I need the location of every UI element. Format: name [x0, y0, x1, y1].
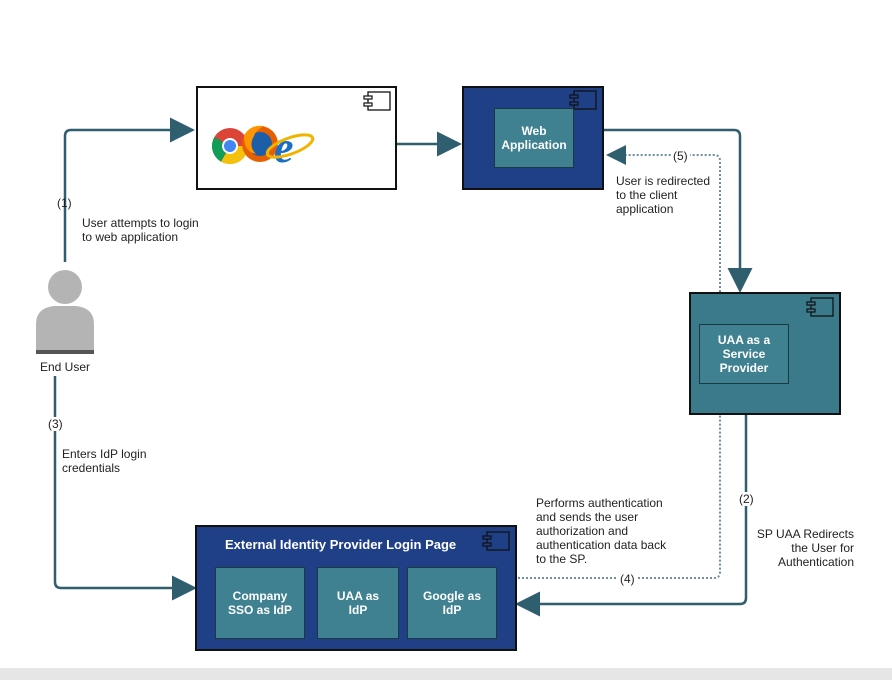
- web-application-box: Web Application: [462, 86, 604, 190]
- arrow-user-to-idp: [53, 376, 197, 601]
- idp-option-uaa: UAA as IdP: [317, 567, 399, 639]
- idp-page-title: External Identity Provider Login Page: [225, 537, 457, 552]
- step2-text: SP UAA Redirects the User for Authentica…: [756, 527, 854, 569]
- arrow-uaa-to-webapp-dotted: [606, 145, 721, 292]
- step2-number: (2): [739, 492, 754, 506]
- uaa-service-provider-box: UAA as a Service Provider: [689, 292, 841, 415]
- end-user-label: End User: [40, 360, 91, 374]
- step3-text: Enters IdP login credentials: [62, 447, 147, 475]
- arrow-idp-to-uaa-dotted: [518, 415, 721, 579]
- idp-option-google: Google as IdP: [407, 567, 497, 639]
- arrow-webapp-to-uaa: [604, 128, 753, 293]
- arrow-uaa-to-idp: [515, 415, 748, 617]
- user-icon: [36, 270, 94, 354]
- idp-option-company-sso: Company SSO as IdP: [215, 567, 305, 639]
- external-idp-login-page-box: External Identity Provider Login Page Co…: [195, 525, 517, 651]
- step1-number: (1): [57, 196, 72, 210]
- component-icon: [806, 297, 834, 317]
- component-icon: [569, 90, 597, 110]
- component-icon: [363, 91, 391, 111]
- browser-box: e: [196, 86, 397, 190]
- uaa-service-provider-label: UAA as a Service Provider: [699, 324, 789, 384]
- web-application-label: Web Application: [494, 108, 574, 168]
- arrow-user-to-browser: [63, 117, 195, 262]
- bottom-scroll-bar: [0, 668, 892, 680]
- step5-text: User is redirected to the client applica…: [616, 174, 711, 216]
- svg-text:e: e: [274, 123, 294, 168]
- step4-text: Performs authentication and sends the us…: [536, 496, 667, 566]
- step4-number: (4): [618, 572, 637, 586]
- browser-icons: e: [211, 123, 315, 168]
- step1-text: User attempts to login to web applicatio…: [82, 216, 199, 244]
- component-icon: [482, 531, 510, 551]
- step5-number: (5): [671, 149, 690, 163]
- step3-number: (3): [48, 417, 63, 431]
